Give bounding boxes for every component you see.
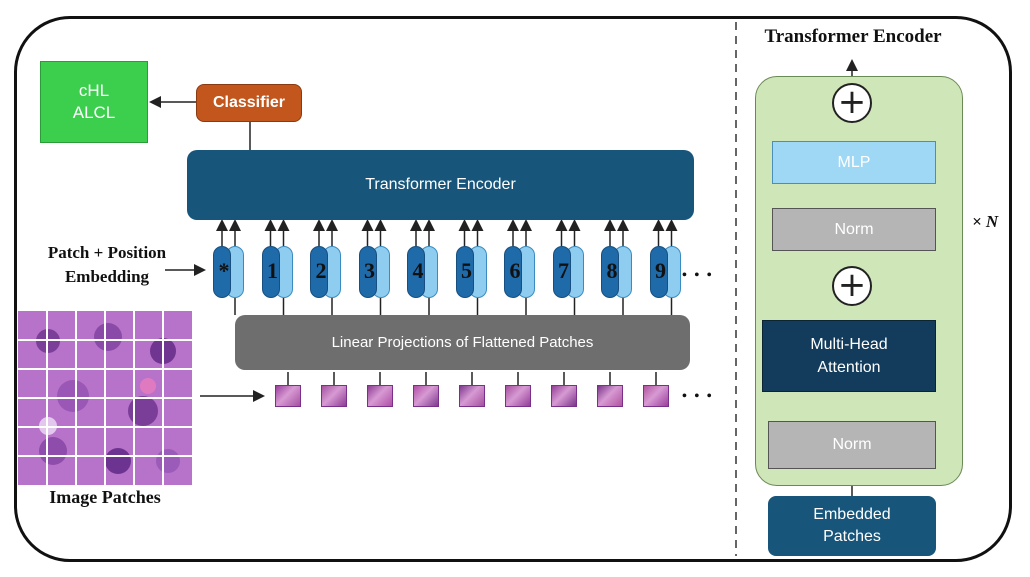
flattened-patch bbox=[643, 385, 669, 407]
image-patches-label: Image Patches bbox=[49, 487, 161, 507]
patch-embedding bbox=[358, 246, 377, 298]
linear-projection-block: Linear Projections of Flattened Patches bbox=[235, 315, 690, 370]
token-index: 7 bbox=[558, 258, 569, 283]
embedding-label-line1: Patch + Position bbox=[47, 243, 167, 262]
token-index: 1 bbox=[267, 258, 278, 283]
patch-embedding bbox=[455, 246, 474, 298]
transformer-encoder-label: Transformer Encoder bbox=[365, 176, 516, 193]
classifier-box: Classifier bbox=[196, 84, 302, 122]
norm-top-label: Norm bbox=[834, 220, 874, 238]
token-ellipsis: • • • bbox=[682, 268, 714, 283]
embedding-token: 6 bbox=[504, 246, 536, 298]
token-index: 5 bbox=[461, 258, 472, 283]
linear-projection-label: Linear Projections of Flattened Patches bbox=[331, 334, 594, 351]
embedding-token: 1 bbox=[261, 246, 294, 298]
attention-label-line1: Multi-Head bbox=[810, 336, 888, 353]
patch-embedding bbox=[407, 246, 425, 298]
embedding-token: 7 bbox=[552, 246, 585, 298]
patch-embedding bbox=[213, 246, 231, 298]
embedding-token: * bbox=[213, 246, 245, 298]
mlp-label: MLP bbox=[837, 153, 871, 171]
flattened-patch bbox=[367, 385, 393, 407]
token-index: 6 bbox=[509, 258, 521, 283]
flattened-patch bbox=[321, 385, 347, 407]
norm-bottom-block: Norm bbox=[768, 421, 936, 469]
flattened-patch bbox=[551, 385, 577, 407]
flattened-patch bbox=[275, 385, 301, 407]
transformer-encoder-block: Transformer Encoder bbox=[187, 150, 694, 220]
detail-title: Transformer Encoder bbox=[764, 26, 942, 47]
class-label-chl: cHL bbox=[78, 81, 110, 100]
residual-add-top-icon: + bbox=[832, 83, 872, 123]
token-index: 3 bbox=[364, 258, 375, 283]
patch-embedding bbox=[552, 246, 571, 298]
embedding-token: 2 bbox=[310, 246, 342, 298]
token-index: 8 bbox=[606, 258, 618, 283]
patch-embedding bbox=[310, 246, 328, 298]
flattened-patch bbox=[597, 385, 623, 407]
norm-bottom-label: Norm bbox=[832, 436, 872, 453]
embedded-patches-block: Embedded Patches bbox=[768, 496, 936, 556]
multi-head-attention-block: Multi-Head Attention bbox=[762, 320, 936, 392]
patch-ellipsis: • • • bbox=[682, 389, 714, 404]
norm-top-block: Norm bbox=[772, 208, 936, 251]
embedded-label-line1: Embedded bbox=[813, 506, 891, 523]
image-patches-grid bbox=[18, 311, 192, 485]
embedding-token: 5 bbox=[455, 246, 488, 298]
patch-embedding bbox=[504, 246, 522, 298]
residual-add-bottom-icon: + bbox=[832, 266, 872, 306]
token-index: 4 bbox=[412, 258, 424, 283]
classifier-label: Classifier bbox=[212, 94, 286, 111]
embedding-token: 8 bbox=[601, 246, 633, 298]
flattened-patch bbox=[505, 385, 531, 407]
patch-embedding bbox=[261, 246, 280, 298]
flattened-patch bbox=[459, 385, 485, 407]
embedding-token: 9 bbox=[649, 246, 682, 298]
token-index: 2 bbox=[315, 258, 327, 283]
token-index: * bbox=[218, 258, 230, 283]
embedded-label-line2: Patches bbox=[823, 528, 881, 545]
class-label-alcl: ALCL bbox=[72, 103, 116, 122]
flattened-patch bbox=[413, 385, 439, 407]
embedding-label: Patch + Position Embedding bbox=[32, 241, 182, 289]
mlp-block: MLP bbox=[772, 141, 936, 184]
embedding-token: 3 bbox=[358, 246, 391, 298]
embedding-token: 4 bbox=[407, 246, 439, 298]
attention-label-line2: Attention bbox=[817, 359, 881, 376]
repeat-n-label: × N bbox=[972, 212, 999, 231]
embedding-label-line2: Embedding bbox=[64, 267, 150, 286]
token-index: 9 bbox=[655, 258, 666, 283]
patch-embedding bbox=[601, 246, 619, 298]
patch-embedding bbox=[649, 246, 668, 298]
output-classes-box: cHL ALCL bbox=[40, 61, 148, 143]
